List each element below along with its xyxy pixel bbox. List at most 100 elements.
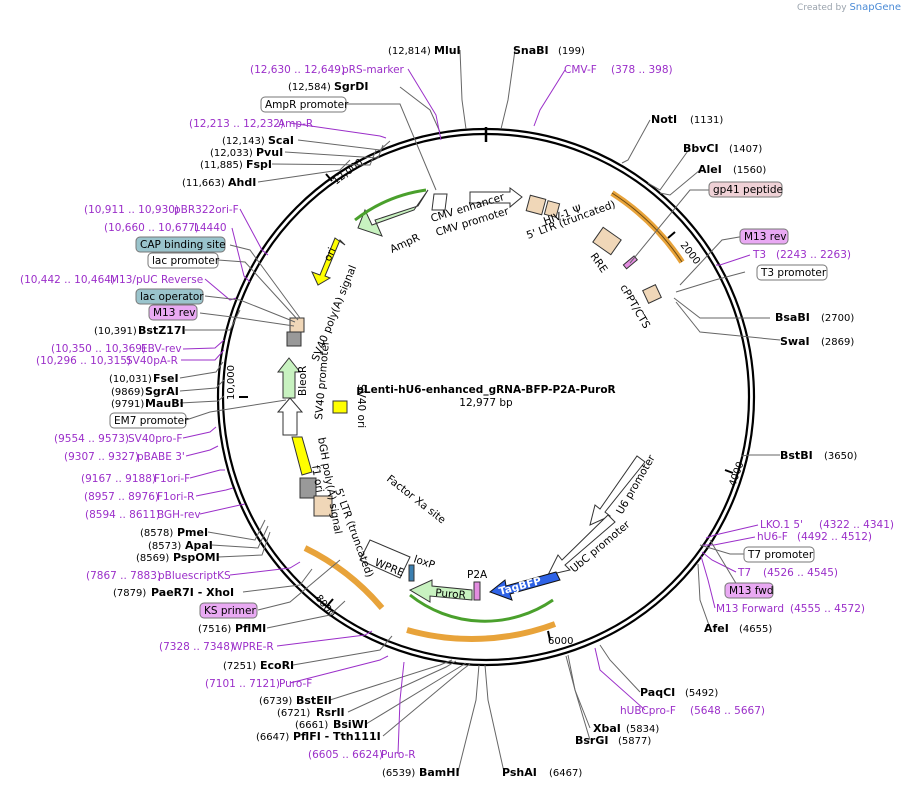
plasmid-length: 12,977 bp — [459, 397, 513, 409]
feature-arc-wpre — [303, 545, 385, 610]
tick-label-2000: 2000 — [678, 240, 702, 267]
site-name-ahdi: AhdI — [228, 176, 256, 189]
site-name-bamhi: BamHI — [419, 766, 460, 779]
site-pos-bstbi: (3650) — [824, 451, 857, 462]
primer-name-t3: T3 — [752, 249, 766, 261]
primer-range-hubcpro-f: (5648 .. 5667) — [690, 705, 765, 717]
site-name-apai: ApaI — [185, 539, 213, 552]
site-pos-alei: (1560) — [733, 165, 766, 176]
site-pos-maubi: (9791) — [111, 399, 144, 410]
site-pos-xbai: (5834) — [626, 724, 659, 735]
sv40-polya-box — [289, 317, 305, 333]
primer-name-cmv-f: CMV-F — [564, 64, 597, 76]
feature-label-loxp: loxP — [412, 553, 436, 571]
site-pos-bstz17i: (10,391) — [94, 326, 137, 337]
primer-name-m13-forward: M13 Forward — [716, 603, 784, 615]
primer-name-pbabe-3: pBABE 3' — [137, 451, 185, 463]
site-name-bbvci: BbvCI — [683, 142, 719, 155]
primer-range-hu6-f: (4492 .. 4512) — [797, 531, 872, 543]
site-name-pflmi: PflMI — [235, 622, 266, 635]
primer-name-ebv-rev: EBV-rev — [141, 343, 182, 355]
ori-arrow — [311, 237, 346, 286]
snapgene-logo: SnapGene — [849, 2, 901, 13]
cmv-promoter-box — [431, 193, 448, 211]
feature-arc-gp41-edge — [611, 192, 683, 263]
primer-name-sv40pro-f: SV40pro-F — [128, 433, 182, 445]
primer-name-hubcpro-f: hUBCpro-F — [620, 705, 676, 717]
bleor-arrow — [276, 357, 302, 399]
primer-range-ebv-rev: (10,350 .. 10,369) — [51, 343, 146, 355]
feature-label-sv40-ori: SV40 ori — [355, 384, 367, 428]
site-name-bsteii: BstEII — [296, 694, 332, 707]
site-name-pvui: PvuI — [256, 146, 283, 159]
primer-range-prs-marker: (12,630 .. 12,649) — [250, 64, 345, 76]
plasmid-name: pLenti-hU6-enhanced_gRNA-BFP-P2A-PuroR — [356, 384, 615, 396]
primer-range-sv40pro-f: (9554 .. 9573) — [54, 433, 129, 445]
ubc-promoter-arrow — [547, 514, 616, 576]
loxp-box — [408, 564, 415, 582]
box-cap-binding-site: CAP binding site — [140, 239, 226, 251]
puror-arrow — [408, 579, 473, 603]
primer-range-sv40pa-r: (10,296 .. 10,315) — [36, 355, 131, 367]
site-name-sgrai: SgrAI — [145, 385, 179, 398]
primer-name-prs-marker: pRS-marker — [342, 64, 405, 76]
site-pos-pmei: (8578) — [140, 528, 173, 539]
credit-prefix: Created by — [797, 3, 847, 13]
tick-label-10000: 10,000 — [226, 365, 237, 400]
box-lac-operator: lac operator — [140, 291, 204, 303]
site-name-fsei: FseI — [153, 372, 179, 385]
hiv-psi-box — [543, 200, 561, 218]
site-name-bstz17i: BstZ17I — [138, 324, 186, 337]
scale-ticks — [239, 173, 734, 641]
primer-range-f1ori-f: (9167 .. 9188) — [81, 473, 156, 485]
feature-boxes: AmpR promoter gp41 peptide M13 rev T3 pr… — [109, 96, 828, 619]
site-name-ecori: EcoRI — [260, 659, 294, 672]
primer-range-m13-puc-reverse: (10,442 .. 10,464) — [20, 274, 115, 286]
site-pos-bsiwi: (6661) — [295, 720, 328, 731]
site-pos-swai: (2869) — [821, 337, 854, 348]
primer-range-lko1-5: (4322 .. 4341) — [819, 519, 894, 531]
site-pos-bsteii: (6739) — [259, 696, 292, 707]
site-name-paer7i-xhoi: PaeR7I - XhoI — [151, 586, 234, 599]
primer-range-puro-f: (7101 .. 7121) — [205, 678, 280, 690]
feature-label-factor-xa: Factor Xa site — [384, 473, 448, 526]
site-pos-noti: (1131) — [690, 115, 723, 126]
site-pos-bsabi: (2700) — [821, 313, 854, 324]
site-name-scai: ScaI — [268, 134, 294, 147]
primer-name-l4440: L4440 — [194, 222, 227, 234]
site-pos-ahdi: (11,663) — [182, 178, 225, 189]
primer-labels: CMV-F (378 .. 398) (12,630 .. 12,649) pR… — [20, 64, 894, 761]
site-name-sgrdi: SgrDI — [334, 80, 368, 93]
primer-range-cmv-f: (378 .. 398) — [611, 64, 673, 76]
box-m13-rev-top: M13 rev — [744, 231, 787, 243]
site-pos-snabi: (199) — [558, 46, 585, 57]
site-name-mlui: MluI — [434, 44, 461, 57]
primer-range-wpre-r: (7328 .. 7348) — [159, 641, 234, 653]
site-name-bsabi: BsaBI — [775, 311, 810, 324]
site-name-pshai: PshAI — [502, 766, 537, 779]
site-name-paqci: PaqCI — [640, 686, 675, 699]
box-t7-promoter: T7 promoter — [747, 549, 814, 561]
feature-label-ampr: AmpR — [388, 232, 422, 256]
primer-name-lko1-5: LKO.1 5' — [760, 519, 803, 531]
bgh-polya-box — [299, 477, 317, 499]
cmv-enhancer-arrow — [469, 187, 523, 209]
primer-name-bgh-rev: BGH-rev — [157, 509, 201, 521]
feature-label-rre: RRE — [588, 251, 610, 275]
primer-name-sv40pa-r: SV40pA-R — [126, 355, 178, 367]
p2a-box — [473, 581, 481, 601]
site-pos-mlui: (12,814) — [388, 46, 431, 57]
site-pos-bbvci: (1407) — [729, 144, 762, 155]
box-ampr-promoter: AmpR promoter — [265, 99, 349, 111]
snapgene-credit: Created by SnapGene — [797, 2, 901, 13]
tick-label-6000: 6000 — [548, 636, 573, 647]
sv40-prom-box — [286, 331, 302, 347]
site-pos-rsrii: (6721) — [277, 708, 310, 719]
primer-range-l4440: (10,660 .. 10,677) — [104, 222, 199, 234]
primer-name-puro-r: Puro-R — [381, 749, 416, 761]
site-name-rsrii: RsrII — [316, 706, 345, 719]
feature-label-tagbfp: TagBFP — [498, 575, 543, 598]
feature-label-puror: PuroR — [435, 587, 467, 602]
primer-name-pbr322ori-f: pBR322ori-F — [174, 204, 239, 216]
